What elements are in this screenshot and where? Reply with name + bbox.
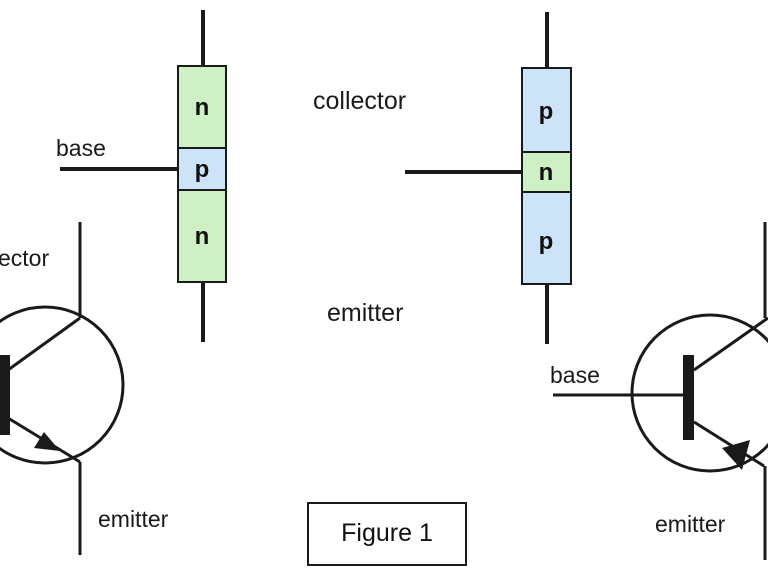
pnp-symbol-base-bar bbox=[683, 355, 694, 440]
npn-layer-mid-label: p bbox=[195, 156, 210, 183]
npn-layer-mid bbox=[177, 147, 227, 191]
pnp-structure: p n p bbox=[405, 12, 572, 344]
emitter-label-right: emitter bbox=[655, 511, 726, 537]
npn-structure: n p n bbox=[60, 10, 227, 342]
npn-symbol-circle bbox=[0, 305, 125, 465]
pnp-symbol: base emitter bbox=[550, 222, 768, 560]
base-label-left: base bbox=[56, 135, 106, 161]
pnp-layer-top-label: p bbox=[539, 98, 554, 125]
npn-layer-bot-label: n bbox=[195, 223, 210, 250]
figure-caption: Figure 1 bbox=[341, 519, 433, 547]
npn-symbol-base-bar bbox=[0, 355, 10, 435]
pnp-symbol-emitter-diag bbox=[693, 420, 765, 468]
npn-symbol-collector-diag bbox=[7, 316, 81, 372]
npn-symbol: ector emitter bbox=[0, 222, 169, 555]
collector-label-left: ector bbox=[0, 245, 49, 271]
pnp-layer-mid-label: n bbox=[539, 159, 554, 186]
npn-layer-top bbox=[177, 65, 227, 149]
npn-layer-bot bbox=[177, 189, 227, 283]
emitter-label-left: emitter bbox=[98, 506, 169, 532]
emitter-label-center: emitter bbox=[327, 299, 403, 327]
pnp-emitter-arrow-icon bbox=[722, 440, 750, 470]
pnp-symbol-collector-diag bbox=[693, 316, 768, 372]
figure-caption-box: Figure 1 bbox=[307, 502, 467, 566]
base-label-right: base bbox=[550, 362, 600, 388]
pnp-layer-bot bbox=[521, 191, 572, 285]
collector-label-center: collector bbox=[313, 87, 406, 115]
pnp-layer-bot-label: p bbox=[539, 228, 554, 255]
pnp-symbol-circle bbox=[630, 313, 768, 473]
figure-caption-frame bbox=[307, 502, 467, 566]
pnp-layer-mid bbox=[521, 151, 572, 193]
npn-layer-top-label: n bbox=[195, 94, 210, 121]
npn-emitter-arrow-icon bbox=[34, 432, 60, 451]
